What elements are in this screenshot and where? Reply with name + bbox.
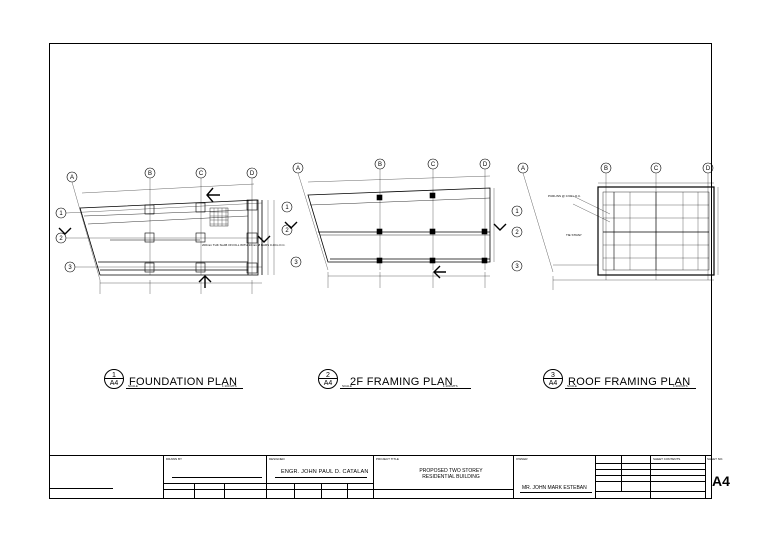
grid-number: 3 (294, 260, 298, 266)
grid-bubble-3: 3 (64, 261, 76, 273)
grid-number: 2 (285, 228, 289, 234)
sheet-no-label: SHEET NO. (707, 457, 724, 461)
foundation-plan: A B C D 1 2 3 (55, 167, 286, 294)
grid-number: 3 (515, 264, 519, 270)
grid-bubble-2: 2 (55, 232, 67, 244)
engineer-cell: DESIGNED ENGR. JOHN PAUL D. CATALAN (266, 456, 374, 499)
project-title: PROPOSED TWO STOREY RESIDENTIAL BUILDING (406, 468, 496, 480)
grid-bubble-a: A (292, 162, 304, 174)
drawn-label: DRAWN BY (166, 457, 183, 461)
plan-title-2f-framing: 2 A4 2F FRAMING PLAN SCALE 1:100 MTS (318, 369, 471, 389)
sheet-number-cell: SHEET NO. (705, 456, 723, 499)
project-cell: PROJECT TITLE PROPOSED TWO STOREY RESIDE… (373, 456, 514, 499)
grid-bubble-2: 2 (281, 224, 293, 236)
grid-bubble-3: 3 (290, 256, 302, 268)
grid-letter: C (654, 166, 659, 172)
grid-number: 2 (59, 236, 63, 242)
2f-framing-plan: A B C D 1 2 3 1 2 3 (281, 158, 523, 288)
grid-letter: A (521, 166, 525, 172)
plan-title-text: 2F FRAMING PLAN (340, 376, 471, 389)
detail-number: 2 (326, 372, 330, 379)
grid-number: 2 (515, 230, 519, 236)
scale-value: 1:100 MTS (222, 384, 237, 388)
project-line-1: PROPOSED TWO STOREY (419, 468, 483, 474)
scale-label: SCALE (128, 384, 138, 388)
grid-number: 1 (59, 211, 63, 217)
detail-number: 3 (551, 372, 555, 379)
detail-sheet: A4 (323, 380, 333, 387)
grid-bubble-d: D (479, 158, 491, 170)
detail-marker: 3 A4 (543, 369, 563, 389)
grid-letter: C (199, 171, 204, 177)
owner-name: MR. JOHN MARK ESTEBAN (522, 485, 587, 491)
tie-strap-note: TIE STRAP (566, 233, 582, 237)
plan-title-text: ROOF FRAMING PLAN (565, 376, 697, 389)
detail-marker: 2 A4 (318, 369, 338, 389)
scale-value: 1:100 MTS (673, 384, 688, 388)
notes-divider (50, 488, 113, 489)
engineer-name: ENGR. JOHN PAUL D. CATALAN (281, 469, 369, 475)
grid-bubble-a: A (66, 171, 78, 183)
grid-bubble-3-right: 3 (511, 260, 523, 272)
grid-bubble-c: C (650, 162, 662, 174)
owner-label: OWNER (516, 457, 528, 461)
grid-bubble-b: B (600, 162, 612, 174)
detail-sheet: A4 (548, 380, 558, 387)
grid-bubble-d: D (246, 167, 258, 179)
grid-bubble-1: 1 (281, 201, 293, 213)
engineer-label: DESIGNED (269, 457, 285, 461)
detail-number: 1 (112, 372, 116, 379)
grid-bubble-a: A (517, 162, 529, 174)
grid-bubble-1: 1 (55, 207, 67, 219)
grid-number: 1 (515, 209, 519, 215)
scale-value: 1:100 MTS (443, 384, 458, 388)
grid-bubble-c: C (195, 167, 207, 179)
grid-letter: B (148, 171, 152, 177)
grid-letter: D (706, 166, 711, 172)
grid-number: 1 (285, 205, 289, 211)
grid-letter: D (483, 162, 488, 168)
detail-marker: 1 A4 (104, 369, 124, 389)
grid-letter: B (604, 166, 608, 172)
drawn-cell: DRAWN BY (163, 456, 267, 499)
grid-bubble-2-right: 2 (511, 226, 523, 238)
grid-letter: D (250, 171, 255, 177)
plan-title-foundation: 1 A4 FOUNDATION PLAN SCALE 1:100 MTS (104, 369, 244, 389)
grid-letter: C (431, 162, 436, 168)
plan-title-text: FOUNDATION PLAN (126, 376, 244, 389)
sheet-number: A4 (712, 473, 730, 489)
scale-label: SCALE (342, 384, 352, 388)
title-block: DRAWN BY DESIGNED ENGR. JOHN PAUL D. CAT… (50, 455, 723, 499)
owner-cell: OWNER MR. JOHN MARK ESTEBAN (513, 456, 595, 499)
grid-bubble-1-right: 1 (511, 205, 523, 217)
detail-sheet: A4 (109, 380, 119, 387)
grid-letter: A (70, 175, 74, 181)
roof-framing-plan: A B C D PURLINS @ 0.60m O.C. TIE STRAP (517, 162, 719, 290)
grid-letter: A (296, 166, 300, 172)
project-label: PROJECT TITLE (376, 457, 399, 461)
grid-bubble-c: C (427, 158, 439, 170)
grid-bubble-b: B (374, 158, 386, 170)
grid-letter: B (378, 162, 382, 168)
project-line-2: RESIDENTIAL BUILDING (422, 474, 480, 480)
drawing-sheet-border (49, 43, 712, 499)
plan-title-roof-framing: 3 A4 ROOF FRAMING PLAN SCALE 1:100 MTS (543, 369, 697, 389)
grid-bubble-d: D (702, 162, 714, 174)
sheet-contents-label: SHEET CONTENTS (653, 457, 681, 461)
scale-label: SCALE (567, 384, 577, 388)
purlin-note: PURLINS @ 0.60m O.C. (548, 194, 581, 198)
grid-bubble-b: B (144, 167, 156, 179)
sheet-contents-cell: SHEET CONTENTS (650, 456, 706, 499)
grid-number: 3 (68, 265, 72, 271)
revision-cell (595, 456, 651, 499)
slab-note: 200mm THK SLAB ON FILL WITH 10mm Ø BARS … (202, 243, 286, 247)
